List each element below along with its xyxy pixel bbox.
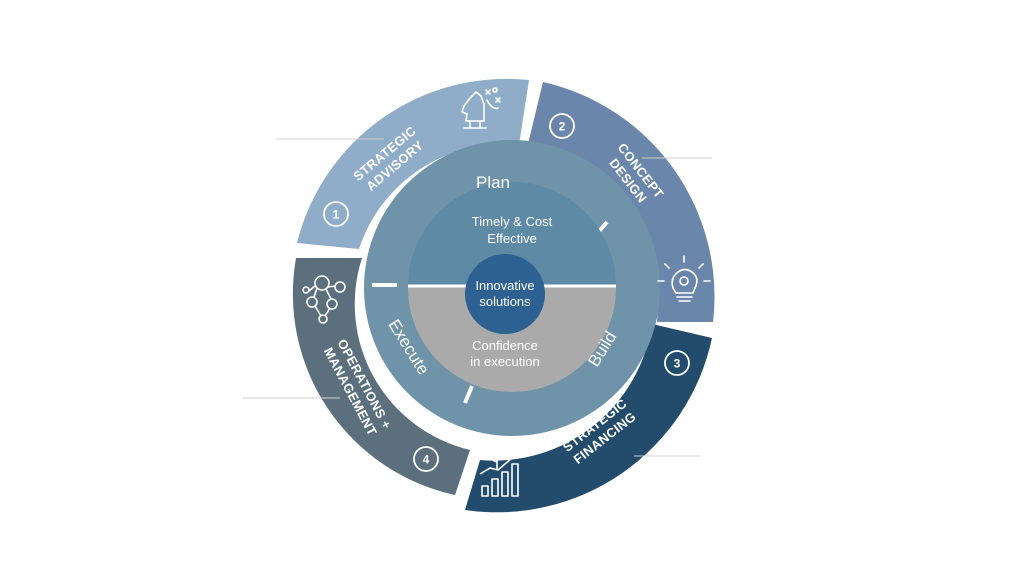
list-item: Tailored product & services offerings	[716, 145, 956, 184]
team-network-icon	[302, 275, 346, 324]
list-item: Full study and design of business concep…	[716, 106, 956, 145]
list-item: Procedures Development	[42, 360, 272, 380]
label-plan: Plan	[476, 173, 510, 192]
list-item: Advisory model for concept	[716, 184, 956, 204]
list-item: Implementation of planned layout	[42, 301, 272, 340]
operations-management-list: Suited to the pre-opening of businesses …	[42, 262, 272, 457]
core-center-line-1: Innovative	[475, 278, 534, 293]
list-item: Business Bio-Hacking	[46, 177, 276, 197]
badge-number-2: 2	[549, 113, 575, 139]
svg-text:1: 1	[333, 208, 340, 222]
strategic-financing-list: Project Financing Buyouts and Acquisitio…	[720, 389, 960, 487]
core-bottom-line-2: in execution	[470, 354, 539, 369]
lightbulb-gear-icon	[657, 255, 711, 302]
core-bottom-line-1: Confidence	[472, 338, 538, 353]
core-center-circle	[465, 254, 545, 334]
core-center-line-2: solutions	[479, 294, 531, 309]
segment-strategic-financing	[465, 324, 712, 513]
badge-number-3: 3	[664, 350, 690, 376]
concept-design-list: Full study and design of business concep…	[716, 106, 956, 223]
core-top-half	[408, 182, 616, 286]
list-item: Suited to newcomers in the wellness busi…	[46, 80, 276, 119]
strategic-advisory-list: Business goal optimisation Suited to new…	[46, 60, 276, 197]
badge-number-4: 4	[413, 446, 439, 472]
list-item: Private Placements	[720, 428, 960, 448]
svg-text:2: 2	[559, 120, 566, 134]
svg-text:3: 3	[674, 357, 681, 371]
list-item: Buyouts and Acquisition	[720, 409, 960, 429]
list-item: Suited to the pre-opening of businesses	[42, 262, 272, 301]
list-item: Business, marketing & branding advisory	[42, 418, 272, 457]
connector-lines	[243, 138, 712, 457]
core-top-line-2: Effective	[487, 231, 537, 246]
list-item: Project Financing	[720, 389, 960, 409]
list-item: Business goal optimisation	[46, 60, 276, 80]
list-item: Training of operational team	[42, 379, 272, 399]
list-item: Operational Audit	[42, 399, 272, 419]
growth-chart-plant-icon	[479, 449, 519, 497]
list-item: Comprehensive strategy	[46, 158, 276, 178]
core-top-line-1: Timely & Cost	[472, 214, 553, 229]
list-item: Space zoning and allocation	[716, 204, 956, 224]
list-item: Identifying and solving pain points	[46, 119, 276, 158]
chess-knight-strategy-icon	[461, 87, 501, 129]
list-item: Debt Financing	[720, 448, 960, 468]
list-item: Merger & Acquisition	[720, 467, 960, 487]
badge-number-1: 1	[323, 201, 349, 227]
svg-text:4: 4	[423, 453, 430, 467]
list-item: Standard Operating	[42, 340, 272, 360]
segment-operations-management	[292, 258, 470, 495]
